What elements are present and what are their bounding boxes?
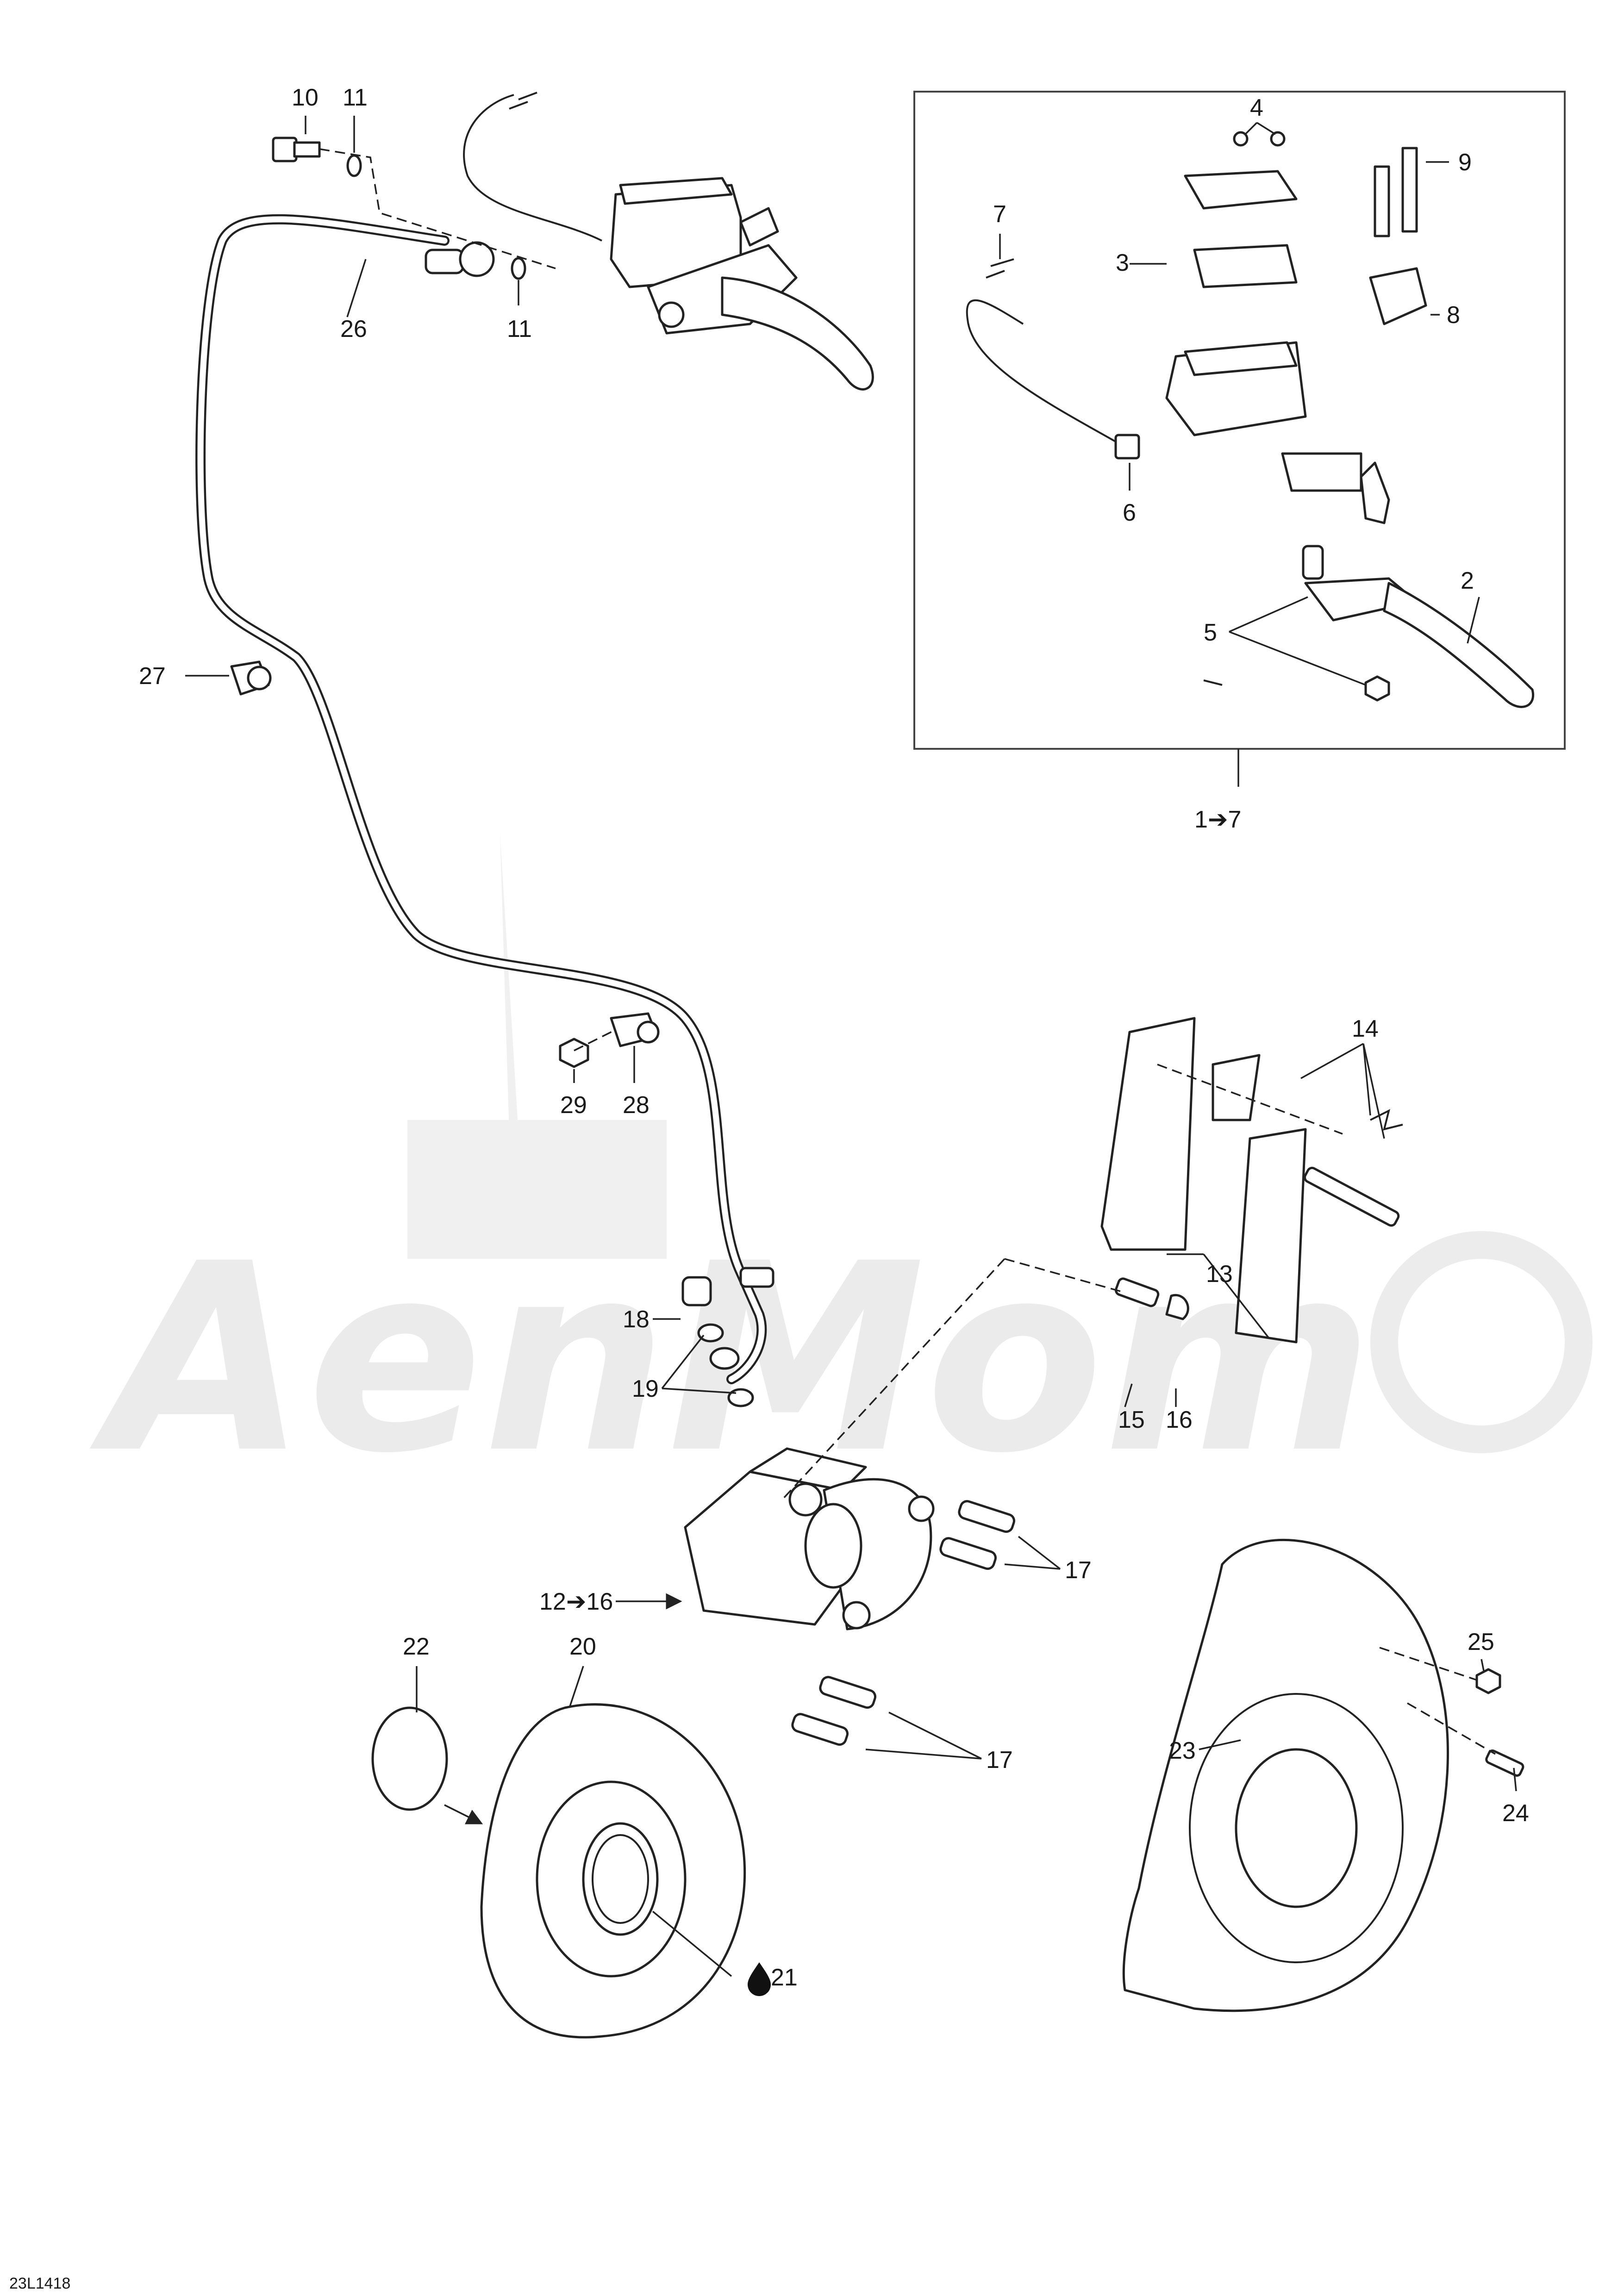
o-ring (371, 1706, 448, 1811)
callout-2: 2 (1461, 567, 1474, 594)
callout-9: 9 (1458, 149, 1472, 176)
callout-26: 26 (340, 316, 367, 342)
callout-24: 24 (1502, 1800, 1529, 1827)
callout-20: 20 (569, 1633, 596, 1660)
disc-guard (1122, 1538, 1449, 2012)
caliper-bolts (791, 1500, 1015, 1746)
callout-3: 3 (1116, 249, 1129, 276)
callout-23: 23 (1169, 1737, 1196, 1764)
callout-4: 4 (1250, 94, 1263, 121)
master-cylinder-assembly (463, 92, 874, 391)
callout-11-top: 11 (343, 84, 368, 111)
kit-range-label: 1➔7 (1194, 806, 1241, 833)
callout-17-lower: 17 (986, 1747, 1013, 1773)
bleeder-valve (1115, 1277, 1189, 1320)
banjo-bolt (272, 137, 526, 280)
guard-screw (1485, 1749, 1524, 1777)
callout-25: 25 (1468, 1629, 1494, 1655)
callout-7: 7 (993, 201, 1006, 228)
hose-clip (559, 1012, 660, 1068)
callout-8: 8 (1447, 302, 1460, 329)
callout-27: 27 (139, 663, 166, 690)
brake-caliper (684, 1447, 935, 1630)
kit-parts (966, 131, 1534, 708)
callout-29: 29 (560, 1092, 587, 1119)
callout-17-upper: 17 (1065, 1557, 1092, 1584)
watermark: AenMom (86, 833, 1593, 1510)
callout-11-bottom: 11 (507, 316, 532, 342)
callout-5: 5 (1204, 619, 1217, 646)
guard-nut (1475, 1668, 1501, 1694)
callout-22: 22 (403, 1633, 430, 1660)
brake-hose (195, 214, 775, 1384)
figure-code: 23L1418 (9, 2275, 70, 2292)
callout-14: 14 (1352, 1015, 1379, 1042)
callout-28: 28 (623, 1092, 650, 1119)
caliper-kit-label: 12➔16 (539, 1588, 613, 1615)
master-cylinder-kit-box (913, 91, 1566, 750)
callout-13: 13 (1206, 1261, 1233, 1288)
callout-21: 21 (771, 1964, 798, 1991)
callout-10: 10 (292, 84, 319, 111)
callout-18: 18 (623, 1306, 650, 1333)
callout-15: 15 (1118, 1406, 1145, 1433)
callout-16: 16 (1166, 1406, 1193, 1433)
callout-19: 19 (632, 1375, 659, 1402)
oil-drop-icon (748, 1962, 771, 1996)
hose-clamp (230, 660, 272, 696)
brake-pads (1100, 1017, 1403, 1344)
brake-disc (480, 1703, 746, 2039)
callout-6: 6 (1123, 499, 1136, 526)
